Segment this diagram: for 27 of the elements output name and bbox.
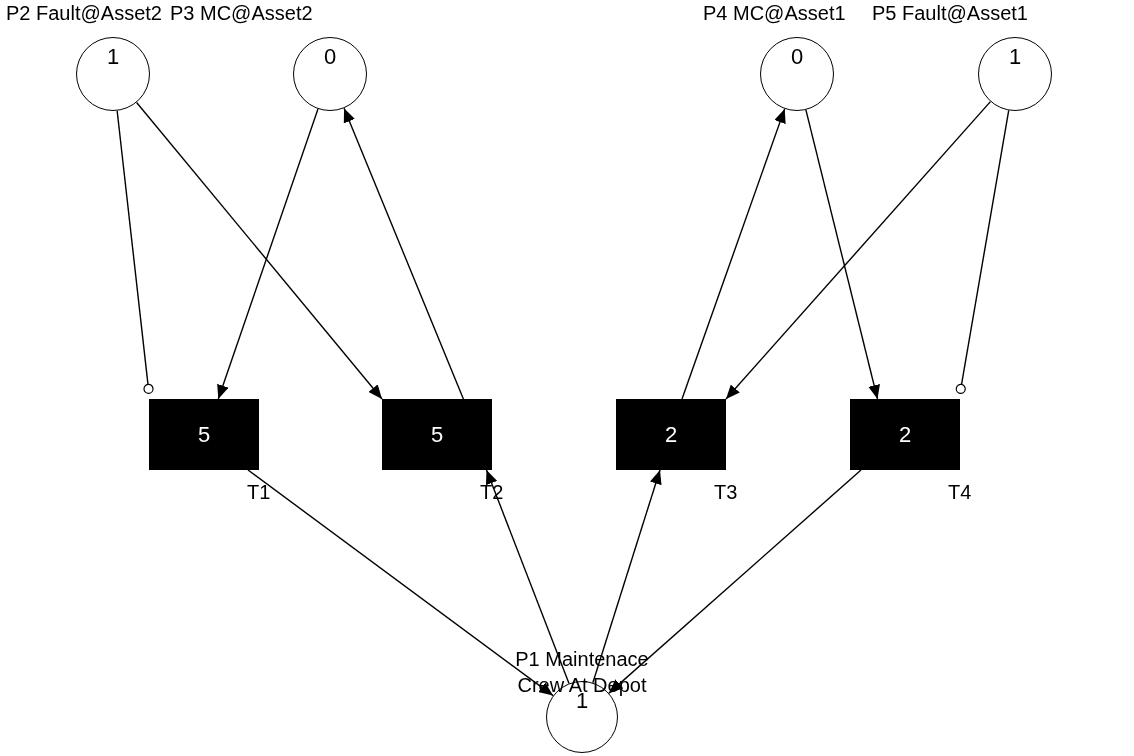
place-label: P3 MC@Asset2 — [170, 1, 313, 26]
arc-arrow — [681, 108, 786, 400]
transition-delay: 5 — [430, 421, 444, 448]
arc-arrow — [608, 469, 862, 694]
place-label: P4 MC@Asset1 — [703, 1, 846, 26]
arc-arrow — [592, 469, 662, 684]
inhibitor-arc — [955, 109, 1010, 394]
token-count: 1 — [1008, 44, 1022, 70]
place-label: P5 Fault@Asset1 — [872, 1, 1028, 26]
arc-arrow — [725, 100, 992, 400]
arc-arrow — [135, 101, 383, 400]
token-count: 0 — [323, 44, 337, 70]
transition-label: T4 — [948, 480, 972, 505]
token-count: 0 — [790, 44, 804, 70]
transition-delay: 2 — [664, 421, 678, 448]
arc-arrow — [805, 109, 880, 400]
inhibitor-arc — [116, 110, 154, 394]
place-label: P2 Fault@Asset2 — [6, 1, 162, 26]
transition-delay: 5 — [197, 421, 211, 448]
arc-arrow — [485, 469, 570, 685]
token-count: 1 — [106, 44, 120, 70]
transition-label: T3 — [714, 480, 738, 505]
arc-arrow — [343, 107, 465, 400]
transition-label: T1 — [247, 480, 271, 505]
arc-arrow — [247, 469, 554, 697]
transition-delay: 2 — [898, 421, 912, 448]
arc-arrow — [217, 108, 319, 400]
